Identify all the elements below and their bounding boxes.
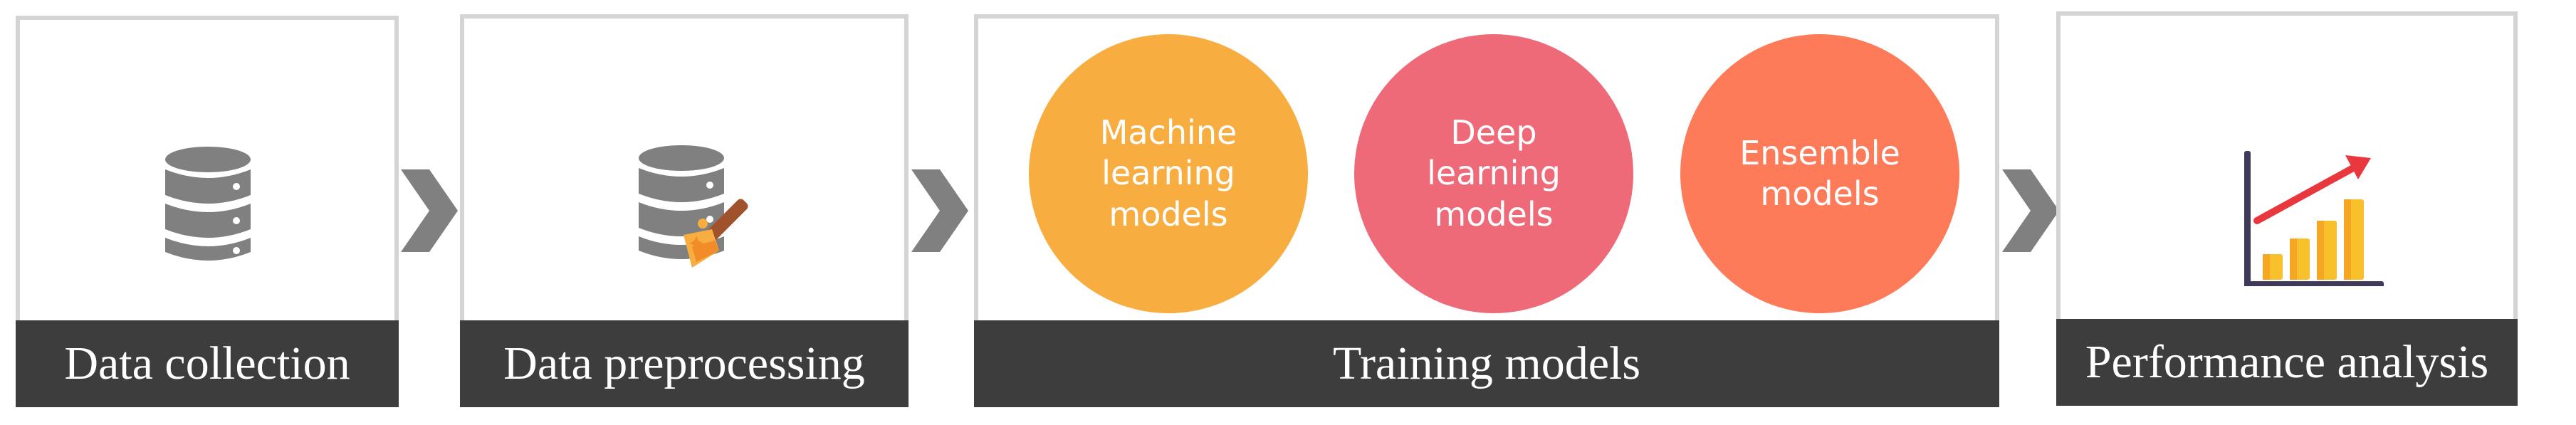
stage-training-models: Machine learning models Deep learning mo… [974, 14, 1999, 407]
database-icon [165, 147, 251, 261]
model-type-deep-learning: Deep learning models [1354, 34, 1633, 313]
stage-performance-analysis: Performance analysis [2056, 11, 2518, 406]
model-type-label: Ensemble models [1739, 133, 1900, 214]
chevron-right-icon [2002, 169, 2059, 252]
stage-label: Data collection [16, 320, 399, 407]
stage-label: Training models [974, 320, 1999, 407]
chevron-right-icon [911, 169, 968, 252]
database-cleaning-brush-icon [639, 145, 748, 268]
model-type-label: Machine learning models [1099, 112, 1237, 234]
stage-label: Data preprocessing [460, 320, 909, 407]
model-type-label: Deep learning models [1427, 112, 1561, 234]
chevron-right-icon [401, 169, 458, 252]
stage-data-preprocessing: Data preprocessing [460, 14, 909, 407]
model-type-machine-learning: Machine learning models [1029, 34, 1308, 313]
stage-label: Performance analysis [2056, 319, 2518, 406]
bar-chart-growth-icon [2244, 151, 2384, 286]
stage-data-collection: Data collection [16, 16, 399, 407]
model-type-ensemble: Ensemble models [1680, 34, 1959, 313]
